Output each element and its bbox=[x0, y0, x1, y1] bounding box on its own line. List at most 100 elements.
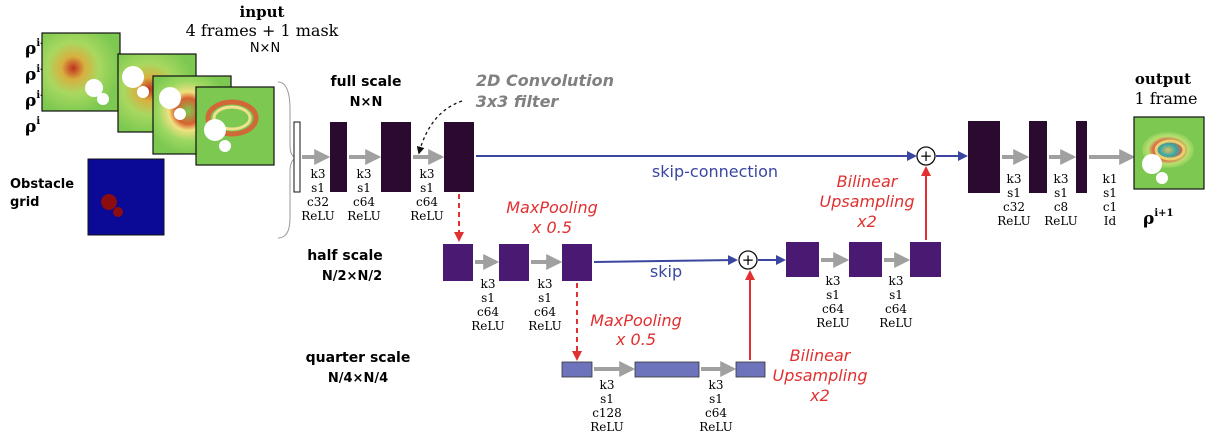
concat-plus-half: + bbox=[742, 251, 755, 269]
quarter-1-k: k3 bbox=[600, 378, 615, 392]
skip-connection-full-label: skip-connection bbox=[652, 162, 778, 181]
full-dec-2-act: ReLU bbox=[1044, 214, 1078, 228]
quarter-block-0 bbox=[561, 361, 593, 378]
quarter-2-c: c64 bbox=[705, 406, 727, 420]
full-enc-3-c: c64 bbox=[416, 195, 438, 209]
output-label: ρi+1 bbox=[1143, 208, 1173, 229]
full-dec-1-k: k3 bbox=[1007, 172, 1022, 186]
full-dec-1-c: c32 bbox=[1003, 200, 1025, 214]
full-scale-title: full scale bbox=[331, 74, 402, 90]
half-dec-1-c: c64 bbox=[822, 302, 844, 316]
full-enc-3-act: ReLU bbox=[410, 209, 444, 223]
full-dec-1-s: s1 bbox=[1007, 186, 1021, 200]
quarter-blocks bbox=[561, 361, 766, 378]
quarter-2-k: k3 bbox=[709, 378, 724, 392]
obstacle-grid-image bbox=[87, 158, 165, 236]
full-enc-2-c: c64 bbox=[353, 195, 375, 209]
full-enc-1-s: s1 bbox=[311, 181, 325, 195]
half-dec-2-c: c64 bbox=[885, 302, 907, 316]
output-frame-image bbox=[1133, 116, 1205, 190]
output-title: output bbox=[1135, 70, 1191, 88]
full-dec-block-2 bbox=[1076, 121, 1087, 193]
full-enc-2-k: k3 bbox=[357, 167, 372, 181]
full-dec-labels: k3 s1 c32 ReLU k3 s1 c8 ReLU k1 s1 c1 Id bbox=[997, 172, 1117, 228]
quarter-2-act: ReLU bbox=[699, 420, 733, 434]
full-enc-labels: k3 s1 c32 ReLU k3 s1 c64 ReLU k3 s1 c64 … bbox=[301, 167, 444, 223]
half-dec-2-s: s1 bbox=[889, 288, 903, 302]
maxpool-1-line1: MaxPooling bbox=[506, 198, 598, 217]
full-dec-3-act: Id bbox=[1104, 214, 1117, 228]
half-dec-block-1 bbox=[849, 242, 882, 277]
maxpool-2-line1: MaxPooling bbox=[590, 311, 682, 330]
concat-node-full bbox=[916, 146, 936, 166]
full-enc-2-s: s1 bbox=[357, 181, 371, 195]
concat-plus-full: + bbox=[920, 147, 933, 165]
quarter-1-s: s1 bbox=[600, 392, 614, 406]
input-layer-block bbox=[293, 121, 301, 193]
full-dec-3-s: s1 bbox=[1103, 186, 1117, 200]
full-dec-block-1 bbox=[1029, 121, 1047, 193]
quarter-block-1 bbox=[634, 361, 700, 378]
quarter-1-c: c128 bbox=[592, 406, 622, 420]
quarter-scale-title: quarter scale bbox=[306, 350, 411, 366]
half-dec-block-2 bbox=[910, 242, 941, 277]
upsample-1-line3: x2 bbox=[809, 386, 830, 405]
half-scale-size: N/2×N/2 bbox=[322, 269, 382, 284]
full-enc-1-act: ReLU bbox=[301, 209, 335, 223]
full-dec-2-s: s1 bbox=[1054, 186, 1068, 200]
upsample-2-line3: x2 bbox=[856, 212, 877, 231]
input-subtitle: 4 frames + 1 mask bbox=[186, 21, 339, 40]
conv-note-line2: 3x3 filter bbox=[476, 92, 560, 111]
quarter-scale-size: N/4×N/4 bbox=[328, 371, 388, 386]
skip-half-label: skip bbox=[650, 262, 682, 281]
quarter-labels: k3 s1 c128 ReLU k3 s1 c64 ReLU bbox=[590, 378, 733, 434]
full-encoder bbox=[293, 121, 474, 193]
full-dec-2-c: c8 bbox=[1054, 200, 1068, 214]
half-enc-2-act: ReLU bbox=[528, 319, 562, 333]
half-scale-title: half scale bbox=[307, 248, 383, 264]
full-dec-2-k: k3 bbox=[1054, 172, 1069, 186]
full-enc-block-3 bbox=[444, 122, 474, 192]
obstacle-label-line1: Obstacle bbox=[10, 177, 74, 192]
frame-image-4 bbox=[195, 86, 275, 166]
full-dec-1-act: ReLU bbox=[997, 214, 1031, 228]
half-enc-2-c: c64 bbox=[534, 305, 556, 319]
upsample-1-line1: Bilinear bbox=[790, 346, 852, 365]
quarter-block-2 bbox=[735, 361, 766, 378]
full-dec-3-k: k1 bbox=[1103, 172, 1118, 186]
upsample-2-line1: Bilinear bbox=[837, 172, 899, 191]
full-decoder bbox=[968, 121, 1136, 193]
half-dec-2-k: k3 bbox=[889, 274, 904, 288]
input-size: N×N bbox=[250, 41, 280, 56]
quarter-1-act: ReLU bbox=[590, 420, 624, 434]
obstacle-label-line2: grid bbox=[10, 195, 39, 210]
maxpool-1-line2: x 0.5 bbox=[531, 218, 572, 237]
half-encoder bbox=[443, 244, 592, 281]
half-dec-block-0 bbox=[786, 242, 819, 277]
half-dec-labels: k3 s1 c64 ReLU k3 s1 c64 ReLU bbox=[816, 274, 913, 330]
quarter-2-s: s1 bbox=[709, 392, 723, 406]
skip-half-line bbox=[593, 255, 738, 266]
half-enc-block-0 bbox=[443, 244, 473, 281]
half-enc-2-k: k3 bbox=[538, 277, 553, 291]
half-enc-1-s: s1 bbox=[481, 291, 495, 305]
half-enc-2-s: s1 bbox=[538, 291, 552, 305]
half-dec-2-act: ReLU bbox=[879, 316, 913, 330]
full-enc-block-1 bbox=[330, 122, 347, 192]
full-dec-block-0 bbox=[968, 121, 1000, 193]
full-enc-2-act: ReLU bbox=[347, 209, 381, 223]
half-enc-1-c: c64 bbox=[477, 305, 499, 319]
maxpool-2-line2: x 0.5 bbox=[615, 330, 656, 349]
half-enc-block-2 bbox=[562, 244, 592, 281]
full-enc-block-2 bbox=[381, 122, 411, 192]
output-subtitle: 1 frame bbox=[1134, 89, 1197, 108]
conv-note-line1: 2D Convolution bbox=[476, 71, 614, 90]
upsample-2-line2: Upsampling bbox=[820, 192, 915, 211]
full-scale-size: N×N bbox=[350, 95, 383, 110]
full-enc-3-s: s1 bbox=[420, 181, 434, 195]
full-dec-3-c: c1 bbox=[1103, 200, 1117, 214]
half-enc-block-1 bbox=[499, 244, 529, 281]
input-frames bbox=[41, 32, 275, 166]
upsample-1-line2: Upsampling bbox=[773, 366, 868, 385]
